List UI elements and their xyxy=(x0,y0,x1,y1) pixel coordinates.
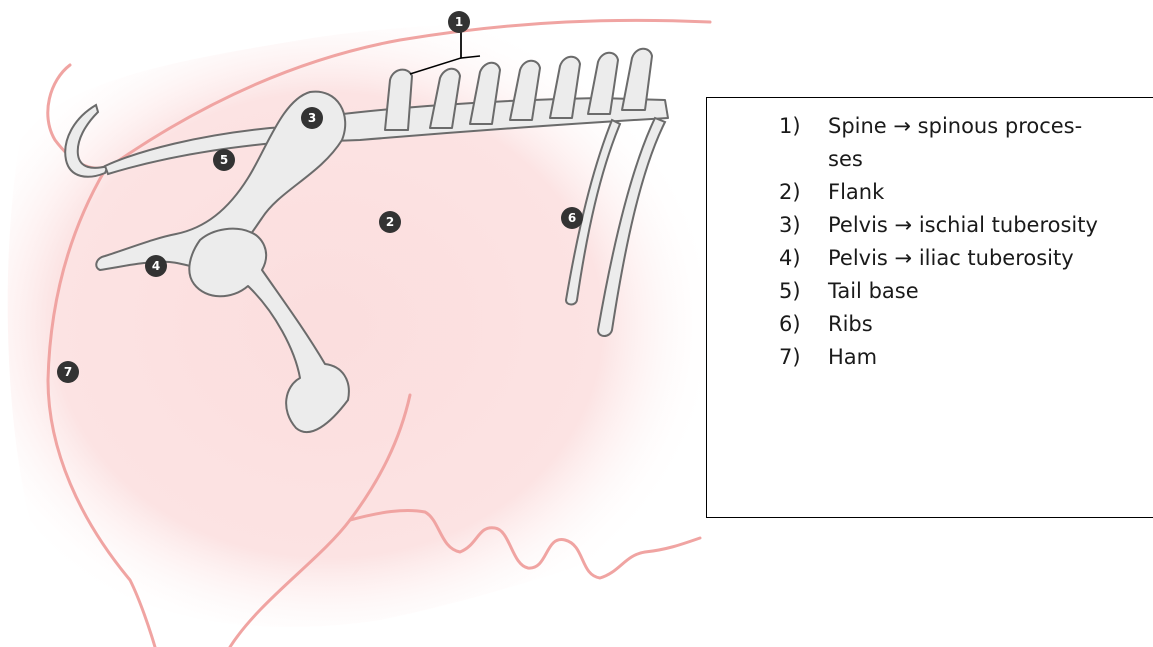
svg-text:5: 5 xyxy=(220,153,228,167)
marker-5: 5 xyxy=(213,149,235,171)
svg-text:3: 3 xyxy=(308,111,316,125)
legend-text-line: Spine → spinous proces- xyxy=(828,114,1082,138)
legend-text: Pelvis → iliac tuberosity xyxy=(828,242,1139,275)
legend-number: 1) xyxy=(779,110,828,176)
legend-number: 3) xyxy=(779,209,828,242)
svg-text:7: 7 xyxy=(64,365,72,379)
legend-text: Tail base xyxy=(828,275,1139,308)
marker-7: 7 xyxy=(57,361,79,383)
legend-item-7: 7) Ham xyxy=(779,341,1139,374)
svg-text:4: 4 xyxy=(152,259,160,273)
legend-text: Ham xyxy=(828,341,1139,374)
marker-4: 4 xyxy=(145,255,167,277)
svg-text:1: 1 xyxy=(455,15,463,29)
legend-number: 5) xyxy=(779,275,828,308)
marker-1: 1 xyxy=(448,11,470,33)
legend-item-1: 1) Spine → spinous proces- ses xyxy=(779,110,1139,176)
legend-item-3: 3) Pelvis → ischial tuberosity xyxy=(779,209,1139,242)
svg-text:2: 2 xyxy=(386,215,394,229)
marker-3: 3 xyxy=(301,107,323,129)
legend-number: 2) xyxy=(779,176,828,209)
legend-text: Flank xyxy=(828,176,1139,209)
legend-item-5: 5) Tail base xyxy=(779,275,1139,308)
svg-text:6: 6 xyxy=(568,211,576,225)
legend-item-2: 2) Flank xyxy=(779,176,1139,209)
legend-number: 7) xyxy=(779,341,828,374)
legend-text: Ribs xyxy=(828,308,1139,341)
legend-item-4: 4) Pelvis → iliac tuberosity xyxy=(779,242,1139,275)
marker-6: 6 xyxy=(561,207,583,229)
legend-text-line: ses xyxy=(828,147,863,171)
legend-box: 1) Spine → spinous proces- ses 2) Flank … xyxy=(706,97,1153,518)
legend-text: Pelvis → ischial tuberosity xyxy=(828,209,1139,242)
legend-list: 1) Spine → spinous proces- ses 2) Flank … xyxy=(779,110,1139,374)
marker-2: 2 xyxy=(379,211,401,233)
legend-number: 4) xyxy=(779,242,828,275)
legend-number: 6) xyxy=(779,308,828,341)
legend-item-6: 6) Ribs xyxy=(779,308,1139,341)
